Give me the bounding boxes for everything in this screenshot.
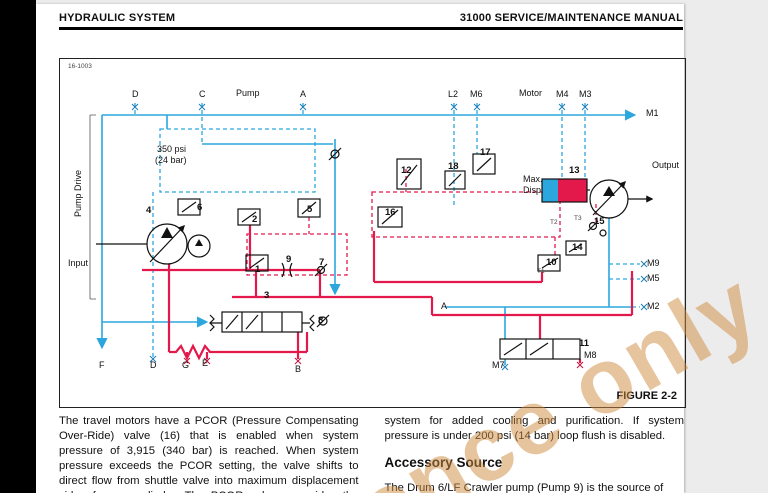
- diagram-label-comp-9: 9: [286, 254, 292, 265]
- page-header: HYDRAULIC SYSTEM 31000 SERVICE/MAINTENAN…: [59, 12, 683, 24]
- diagram-label-port-l2: L2: [448, 89, 459, 99]
- header-section-title: HYDRAULIC SYSTEM: [59, 12, 176, 24]
- diagram-label-comp-12: 12: [401, 165, 412, 176]
- blue-port-marks: [131, 103, 648, 371]
- diagram-label-port-d-bottom: D: [150, 360, 157, 370]
- diagram-label-port-a-top: A: [300, 89, 307, 99]
- diagram-label-comp-13: 13: [569, 165, 580, 176]
- diagram-label-port-m8: M8: [584, 350, 597, 360]
- diagram-label-comp-7: 7: [319, 257, 325, 268]
- diagram-label-comp-4: 4: [146, 205, 152, 216]
- diagram-label-port-a-mid: A: [441, 301, 448, 311]
- diagram-label-port-m7: M7: [492, 360, 505, 370]
- hydraulic-schematic: [89, 103, 654, 371]
- component-symbols: [89, 114, 654, 360]
- blue-pilot-lines: [134, 103, 640, 357]
- body-text: The travel motors have a PCOR (Pressure …: [59, 414, 684, 493]
- diagram-label-output-label: Output: [652, 160, 680, 170]
- diagram-label-port-f: F: [99, 360, 105, 370]
- body-right-paragraph-1: system for added cooling and purificatio…: [384, 415, 685, 443]
- diagram-label-comp-1: 1: [255, 264, 261, 275]
- diagram-label-pump-label: Pump: [236, 88, 260, 98]
- diagram-label-port-e: E: [202, 358, 209, 368]
- manual-page: HYDRAULIC SYSTEM 31000 SERVICE/MAINTENAN…: [36, 4, 768, 493]
- left-black-strip: [0, 0, 36, 493]
- diagram-label-pump-drive-label: Pump Drive: [73, 169, 83, 217]
- diagram-label-comp-6: 6: [197, 202, 203, 213]
- diagram-label-port-m5: M5: [647, 273, 660, 283]
- body-right-paragraph-2: The Drum 6/LF Crawler pump (Pump 9) is t…: [384, 481, 664, 493]
- accessory-source-heading: Accessory Source: [384, 455, 503, 471]
- diagram-label-comp-2: 2: [252, 214, 258, 225]
- diagram-label-port-m1: M1: [646, 108, 659, 118]
- diagram-label-comp-5: 5: [307, 204, 313, 215]
- diagram-label-port-c-top: C: [199, 89, 206, 99]
- diagram-label-motor-label: Motor: [519, 88, 543, 98]
- diagram-label-port-d-top: D: [132, 89, 139, 99]
- blue-lines: [96, 109, 637, 365]
- body-left-paragraph: The travel motors have a PCOR (Pressure …: [59, 415, 359, 493]
- diagram-label-port-m4: M4: [556, 89, 569, 99]
- diagram-label-comp-15: 15: [594, 216, 605, 227]
- diagram-label-port-t2: T2: [550, 219, 558, 226]
- diagram-label-comp-3: 3: [264, 290, 270, 301]
- drawing-number: 16-1003: [68, 63, 92, 70]
- diagram-label-pressure-setting-line2: (24 bar): [155, 155, 187, 165]
- diagram-label-max-disp-line1: Max.: [523, 174, 543, 184]
- diagram-label-pressure-setting-line1: 350 psi: [157, 144, 187, 154]
- diagram-label-port-t1: T1: [537, 268, 545, 275]
- red-lines: [142, 225, 634, 363]
- diagram-label-comp-14: 14: [572, 242, 583, 253]
- diagram-label-port-m3: M3: [579, 89, 592, 99]
- diagram-label-comp-8: 8: [318, 315, 324, 326]
- diagram-label-port-m6: M6: [470, 89, 483, 99]
- header-rule: [59, 27, 683, 30]
- diagram-label-comp-10: 10: [546, 257, 557, 268]
- red-pilot-lines: [246, 169, 597, 276]
- diagram-label-comp-11: 11: [579, 338, 590, 349]
- figure-caption: FIGURE 2-2: [616, 390, 677, 402]
- diagram-label-port-t3: T3: [574, 215, 582, 222]
- diagram-label-port-m9: M9: [647, 258, 660, 268]
- diagram-label-port-m2: M2: [647, 301, 660, 311]
- diagram-label-input-label: Input: [68, 258, 89, 268]
- red-port-marks: [183, 357, 584, 369]
- diagram-label-max-disp-line2: Disp.: [523, 185, 544, 195]
- diagram-label-port-b-bottom: B: [295, 364, 302, 374]
- diagram-label-comp-18: 18: [448, 161, 459, 172]
- diagram-label-port-g: G: [182, 360, 190, 370]
- diagram-label-comp-17: 17: [480, 147, 491, 158]
- diagram-label-comp-16: 16: [385, 207, 396, 218]
- header-manual-title: 31000 SERVICE/MAINTENANCE MANUAL: [459, 12, 683, 24]
- servo-cylinder: [541, 178, 590, 203]
